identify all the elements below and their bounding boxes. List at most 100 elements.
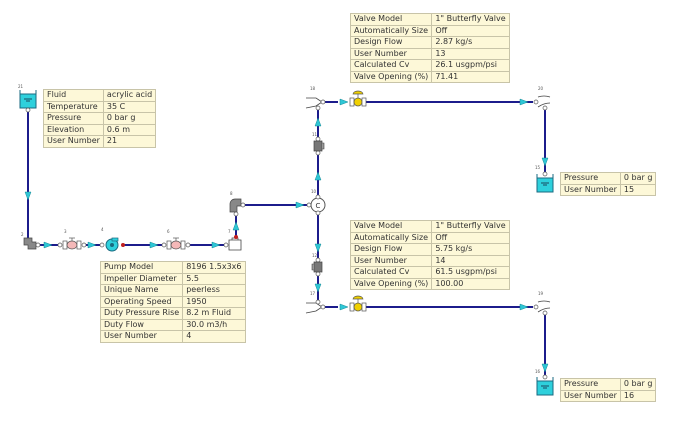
property-key: User Number (560, 183, 621, 196)
property-value: 0 bar g (619, 172, 657, 185)
flow-arrow-icon (314, 171, 322, 181)
property-key: Valve Opening (%) (349, 70, 433, 83)
node-label-17: 17 (310, 291, 316, 296)
property-key: Valve Opening (%) (349, 277, 433, 290)
property-key: User Number (349, 47, 433, 60)
property-value: 0.6 m (102, 123, 157, 136)
tank-15[interactable] (536, 171, 554, 193)
flow-arrow-icon (24, 191, 32, 201)
property-key: Calculated Cv (349, 59, 433, 72)
property-key: Valve Model (349, 13, 433, 26)
property-key: Automatically Size (349, 231, 433, 244)
property-key: Automatically Size (349, 24, 433, 37)
property-key: Unique Name (99, 284, 184, 297)
elbow-12[interactable] (311, 257, 323, 277)
flow-arrow-icon (314, 243, 322, 253)
control-valve-13[interactable] (349, 90, 367, 107)
property-value: 14 (431, 254, 510, 267)
property-value: 4 (182, 330, 246, 343)
flow-arrow-icon (541, 363, 549, 373)
outlet-19[interactable] (533, 300, 551, 316)
property-value: 1" Butterfly Valve (431, 220, 510, 233)
property-key: User Number (560, 389, 621, 402)
node-label-10: 10 (311, 189, 317, 194)
property-key: Pressure (560, 172, 621, 185)
property-row: Valve Opening (%)100.00 (349, 277, 510, 290)
property-value: 26.1 usgpm/psi (431, 59, 510, 72)
property-key: Duty Flow (99, 318, 184, 331)
elbow-8[interactable] (229, 198, 246, 217)
property-value: 71.41 (431, 70, 510, 83)
node-label-11: 11 (312, 132, 318, 137)
property-value: 100.00 (431, 277, 510, 290)
flow-arrow-icon (519, 303, 529, 311)
strainer-7[interactable] (223, 235, 242, 251)
property-key: Impeller Diameter (99, 272, 184, 285)
node-label-18: 18 (310, 86, 316, 91)
node-label-2: 2 (21, 232, 24, 237)
reducer-18[interactable] (305, 97, 326, 111)
pump-4[interactable] (99, 237, 125, 252)
property-value: 30.0 m3/h (182, 318, 246, 331)
flow-arrow-icon (43, 241, 53, 249)
elbow-11[interactable] (313, 136, 325, 156)
property-value: 8.2 m Fluid (182, 307, 246, 320)
property-value: 21 (102, 135, 157, 148)
reducer-17[interactable] (305, 299, 326, 314)
valve-3[interactable] (57, 237, 87, 250)
property-value: 13 (431, 47, 510, 60)
property-key: User Number (99, 330, 184, 343)
property-value: 0 bar g (619, 378, 657, 391)
supply-tank-21[interactable] (19, 90, 37, 113)
outlet-20[interactable] (533, 95, 551, 111)
property-key: Duty Pressure Rise (99, 307, 184, 320)
flow-arrow-icon (211, 241, 221, 249)
property-key: Fluid (43, 89, 104, 102)
flow-arrow-icon (339, 98, 349, 106)
flow-arrow-icon (519, 98, 529, 106)
connector-c-10[interactable]: C (306, 194, 326, 216)
property-value: Off (431, 231, 510, 244)
node-label-8: 8 (230, 191, 233, 196)
node-label-12: 12 (312, 253, 318, 258)
property-value: 15 (619, 183, 657, 196)
property-key: Pressure (43, 112, 104, 125)
node-label-20: 20 (538, 86, 544, 91)
valve-6[interactable] (161, 237, 191, 250)
property-value: 0 bar g (102, 112, 157, 125)
tank-16[interactable] (536, 374, 554, 396)
property-key: Valve Model (349, 220, 433, 233)
node-label-6: 6 (167, 229, 170, 234)
node-label-4: 4 (101, 227, 104, 232)
control-valve-14[interactable] (349, 295, 367, 312)
flow-arrow-icon (339, 303, 349, 311)
property-key: Design Flow (349, 36, 433, 49)
elbow-2[interactable] (23, 237, 41, 250)
flow-arrow-icon (295, 201, 305, 209)
property-value: Off (431, 24, 510, 37)
